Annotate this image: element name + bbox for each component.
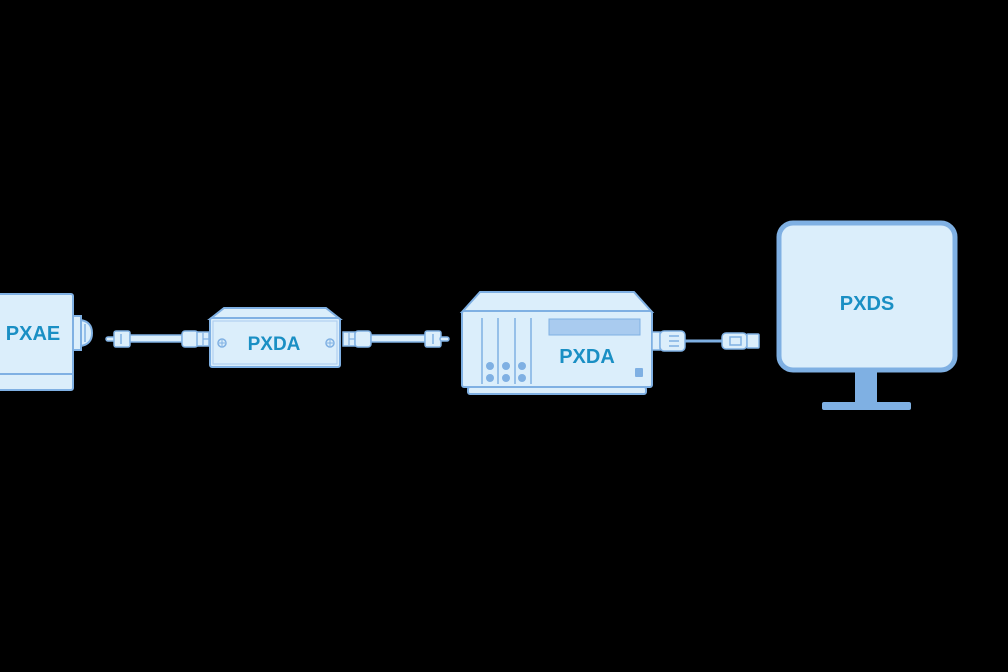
adapter-body <box>209 317 341 368</box>
adapter-label: PXDA <box>248 334 301 355</box>
recorder-node: PXDA <box>459 291 655 395</box>
camera-lens-mount <box>72 315 82 351</box>
camera-label: PXAE <box>6 323 60 345</box>
screw-icon <box>217 338 227 348</box>
coax-plug-icon <box>113 330 131 348</box>
monitor-label: PXDS <box>840 293 894 315</box>
camera-lens-icon <box>80 318 94 348</box>
display-panel <box>548 318 641 336</box>
cable-adapter-recorder <box>342 330 450 348</box>
cable-camera-adapter <box>105 330 210 348</box>
camera-node: PXAE <box>0 293 94 391</box>
monitor-stand <box>822 402 911 410</box>
recorder-label: PXDA <box>559 346 615 368</box>
recorder-top <box>459 291 655 313</box>
usb-plug-icon <box>721 332 748 350</box>
connector-plug-icon <box>181 330 199 348</box>
monitor-neck <box>855 371 877 403</box>
monitor-screen <box>776 220 958 373</box>
recorder-base <box>467 386 647 395</box>
indicator-lights-icon <box>486 362 526 382</box>
power-button-icon <box>635 368 643 377</box>
screw-icon <box>325 338 335 348</box>
adapter-node: PXDA <box>207 307 343 368</box>
monitor-node: PXDS <box>776 220 958 410</box>
connector-plug-icon <box>354 330 372 348</box>
cable-recorder-monitor <box>651 330 760 352</box>
